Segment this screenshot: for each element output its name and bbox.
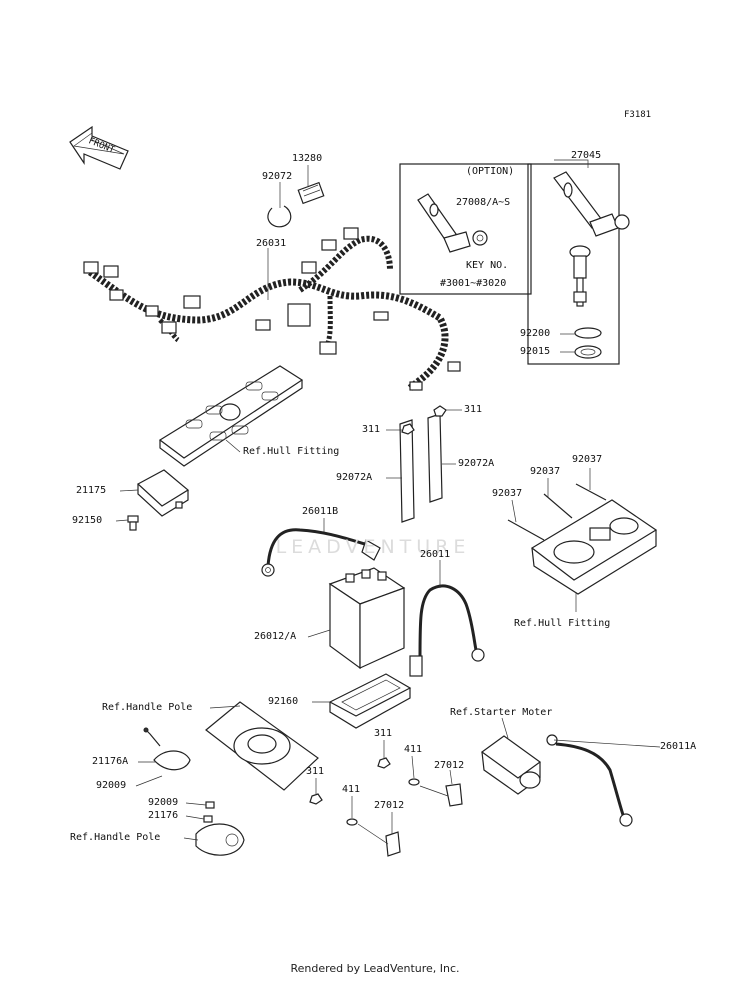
callout-92037: 92037 <box>530 466 561 477</box>
callout-26012a: 26012/A <box>254 631 297 642</box>
callout-92072: 92072 <box>262 171 293 182</box>
callout-26031: 26031 <box>256 238 287 249</box>
rod-icon <box>507 483 607 541</box>
callout-26011b: 26011B <box>302 506 339 517</box>
callout-92037: 92037 <box>572 454 603 465</box>
wiring-harness-icon <box>83 227 461 391</box>
hull-fitting-right-icon <box>530 499 658 595</box>
callout-13280: 13280 <box>292 153 323 164</box>
callout-92072a: 92072A <box>336 472 373 483</box>
callout-ref-hull-fitting: Ref.Hull Fitting <box>514 618 611 629</box>
callout-92015: 92015 <box>520 346 551 357</box>
hull-fitting-plate-icon <box>158 365 304 467</box>
callout-311: 311 <box>306 766 325 777</box>
callout-92009: 92009 <box>148 797 179 808</box>
callout-92009: 92009 <box>96 780 127 791</box>
battery-tray-icon <box>328 673 412 729</box>
clamp-icon <box>267 205 292 228</box>
callout-21175: 21175 <box>76 485 107 496</box>
cable-26011-icon <box>409 584 485 677</box>
callout-92037: 92037 <box>492 488 523 499</box>
callout-ref-hull-fitting: Ref.Hull Fitting <box>243 446 340 457</box>
option-box <box>399 163 532 295</box>
key-switch-icon <box>553 171 630 359</box>
starter-motor-icon <box>480 735 542 795</box>
callout-411: 411 <box>404 744 423 755</box>
callout-ref-starter-moter: Ref.Starter Moter <box>450 707 553 718</box>
callout-21176: 21176 <box>148 810 179 821</box>
callout-27012: 27012 <box>434 760 465 771</box>
cable-26011a-icon <box>546 734 633 827</box>
callout-92072a: 92072A <box>458 458 495 469</box>
callout-27012: 27012 <box>374 800 405 811</box>
handle-pole-base-icon <box>205 701 319 791</box>
terminal-icon <box>445 783 463 807</box>
callout-311: 311 <box>374 728 393 739</box>
screw-icon <box>203 815 213 823</box>
key-range-label: #3001~#3020 <box>440 278 507 289</box>
callout-311: 311 <box>464 404 483 415</box>
callout-26011a: 26011A <box>660 741 697 752</box>
callout-26011: 26011 <box>420 549 451 560</box>
watermark: LEADVENTURE <box>275 536 471 558</box>
nut-icon <box>309 405 447 805</box>
option-part-label: 27008/A~S <box>456 197 511 208</box>
option-key-icon <box>417 193 488 253</box>
cable-26011b-icon <box>261 528 381 577</box>
key-switch-box <box>527 163 620 365</box>
callout-21176a: 21176A <box>92 756 129 767</box>
bolt-icon <box>127 515 139 531</box>
key-no-label: KEY NO. <box>466 260 509 271</box>
callout-27045: 27045 <box>571 150 602 161</box>
callout-ref-handle-pole: Ref.Handle Pole <box>102 702 193 713</box>
callout-311: 311 <box>362 424 381 435</box>
washer-icon <box>346 818 358 826</box>
decal-icon <box>297 181 325 205</box>
leader-lines <box>115 159 661 841</box>
battery-icon <box>328 567 406 670</box>
callout-92150: 92150 <box>72 515 103 526</box>
footer-credit: Rendered by LeadVenture, Inc. <box>290 962 460 975</box>
bracket-21176a-icon <box>143 727 191 771</box>
option-title: (OPTION) <box>466 166 515 177</box>
callout-92160: 92160 <box>268 696 299 707</box>
callout-ref-handle-pole: Ref.Handle Pole <box>70 832 161 843</box>
figure-code: F3181 <box>624 110 652 120</box>
callout-92200: 92200 <box>520 328 551 339</box>
washer-icon <box>408 778 420 786</box>
regulator-icon <box>136 469 190 517</box>
sensor-ring-icon <box>195 823 245 856</box>
bracket-icon <box>399 413 443 523</box>
terminal-icon <box>385 831 401 857</box>
screw-icon <box>205 801 215 809</box>
callout-411: 411 <box>342 784 361 795</box>
front-arrow-icon <box>69 125 129 170</box>
